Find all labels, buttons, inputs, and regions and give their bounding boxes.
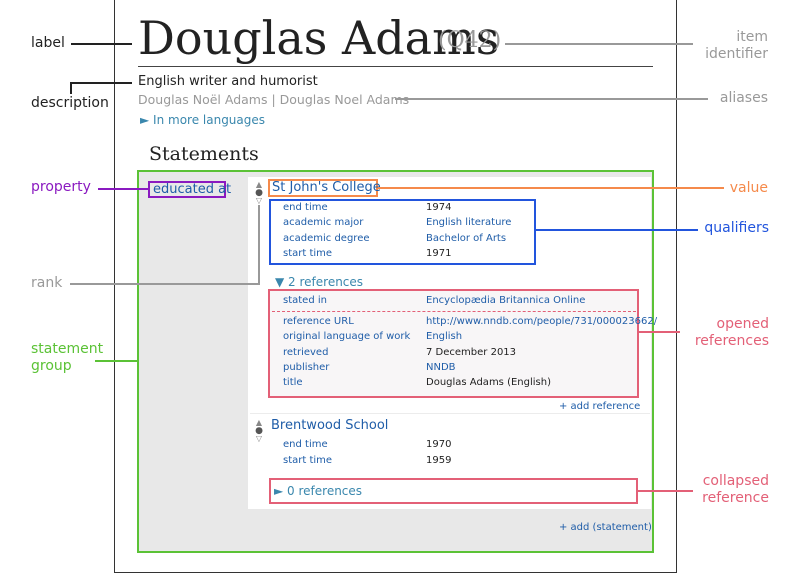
reference-value[interactable]: http://www.nndb.com/people/731/000023662… (426, 316, 658, 327)
annotation-item-identifier-line1: item (736, 29, 768, 45)
property-highlight (148, 181, 226, 198)
reference-value[interactable]: English (426, 331, 463, 342)
statement-divider (250, 413, 650, 414)
statements-heading: Statements (149, 143, 259, 165)
annotation-opened-references-line2: references (694, 333, 769, 349)
reference-property[interactable]: reference URL (283, 316, 354, 327)
reference-property[interactable]: title (283, 377, 303, 388)
annotation-collapsed-reference: collapsed reference (680, 473, 769, 507)
item-label: Douglas Adams (138, 11, 500, 65)
annotation-item-identifier: item identifier (690, 29, 768, 63)
annotation-qualifiers: qualifiers (704, 220, 769, 236)
annotation-aliases: aliases (719, 90, 768, 106)
annotation-rank: rank (31, 275, 63, 291)
qualifier-value: 1970 (426, 439, 452, 450)
add-statement-link[interactable]: + add (statement) (559, 522, 652, 533)
qualifier-value: 1959 (426, 455, 452, 466)
qualifier-property[interactable]: end time (283, 439, 328, 450)
reference-property[interactable]: original language of work (283, 331, 411, 342)
reference-divider (272, 311, 636, 312)
annotation-statement-group: statement group (31, 341, 103, 375)
rank-selector-icon[interactable]: ▲●▽ (255, 418, 263, 443)
value-highlight (268, 179, 378, 197)
annotation-label: label (31, 35, 65, 51)
heading-rule (138, 66, 653, 67)
qualifiers-highlight (269, 199, 536, 265)
annotation-description: description (31, 95, 109, 111)
annotation-property: property (31, 179, 91, 195)
rank-connector (70, 205, 260, 285)
statement-value-link[interactable]: Brentwood School (271, 418, 389, 433)
reference-value[interactable]: Encyclopædia Britannica Online (426, 295, 586, 306)
qualifier-property[interactable]: start time (283, 455, 333, 466)
qualifier-value[interactable]: English literature (426, 217, 512, 228)
reference-property[interactable]: stated in (283, 295, 327, 306)
annotation-statement-group-line1: statement (31, 341, 104, 357)
reference-property[interactable]: retrieved (283, 347, 329, 358)
references-toggle[interactable]: ▼ 2 references (275, 275, 364, 289)
annotation-collapsed-reference-line2: reference (702, 490, 769, 506)
property-link[interactable]: educated at (153, 182, 232, 197)
annotation-opened-references: opened references (680, 316, 769, 350)
collapsed-reference-highlight (269, 478, 638, 504)
references-toggle[interactable]: ► 0 references (274, 484, 363, 498)
qualifier-value[interactable]: Bachelor of Arts (426, 233, 507, 244)
qualifier-value: 1971 (426, 248, 452, 259)
annotation-collapsed-reference-line1: collapsed (702, 473, 769, 489)
statement-value-link[interactable]: St John's College (272, 180, 381, 195)
reference-value[interactable]: NNDB (426, 362, 456, 373)
annotation-opened-references-line1: opened (716, 316, 769, 332)
annotation-statement-group-line2: group (31, 358, 72, 374)
add-reference-link[interactable]: + add reference (559, 401, 641, 412)
reference-value: Douglas Adams (English) (426, 377, 551, 388)
qualifier-property[interactable]: academic degree (283, 233, 370, 244)
qualifier-value: 1974 (426, 202, 452, 213)
item-aliases: Douglas Noël Adams | Douglas Noel Adams (138, 92, 410, 107)
reference-property[interactable]: publisher (283, 362, 330, 373)
annotation-value: value (729, 180, 768, 196)
qualifier-property[interactable]: academic major (283, 217, 364, 228)
item-description: English writer and humorist (138, 74, 318, 89)
qualifier-property[interactable]: start time (283, 248, 333, 259)
description-connector (70, 82, 132, 94)
opened-references-highlight (268, 289, 639, 398)
reference-value: 7 December 2013 (426, 347, 517, 358)
annotation-item-identifier-line2: identifier (705, 46, 768, 62)
item-identifier: (Q42) (438, 28, 502, 53)
qualifier-property[interactable]: end time (283, 202, 328, 213)
rank-selector-icon[interactable]: ▲●▽ (255, 180, 263, 205)
more-languages-link[interactable]: ► In more languages (140, 113, 266, 127)
